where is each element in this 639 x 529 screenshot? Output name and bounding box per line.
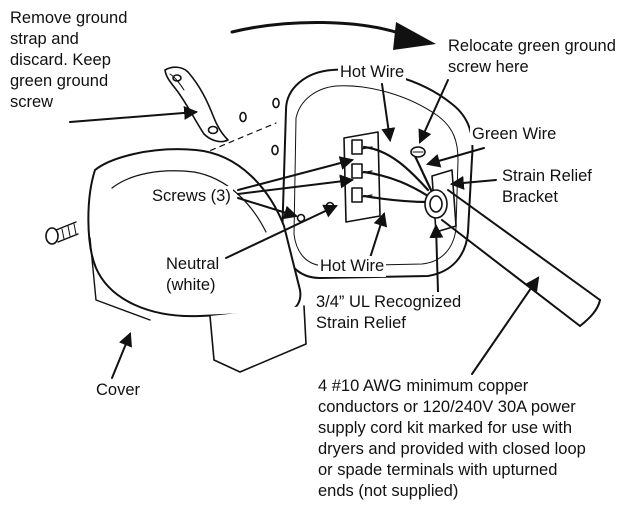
label-hot-wire-bottom: Hot Wire — [318, 256, 387, 277]
label-ul-strain-relief: 3/4” UL Recognized Strain Relief — [314, 292, 464, 334]
hole-mark — [239, 111, 247, 123]
hole-mark — [271, 144, 279, 156]
arrow-relocate-screw — [418, 79, 449, 144]
loose-screw — [45, 221, 79, 245]
label-remove-ground-strap: Remove ground strap and discard. Keep gr… — [10, 9, 128, 111]
arrow-screw-3 — [237, 197, 299, 220]
label-hot-wire-top: Hot Wire — [338, 62, 407, 83]
arrow-screw-1 — [237, 156, 355, 191]
ground-screw-drawing — [410, 146, 426, 158]
arrow-green-wire — [425, 147, 485, 168]
label-neutral: Neutral (white) — [164, 254, 222, 296]
relocation-curve-arrow — [230, 21, 436, 50]
arrow-ul-strain — [429, 223, 444, 293]
label-strain-relief-bracket: Strain Relief Bracket — [502, 167, 592, 206]
label-green-wire: Green Wire — [470, 124, 559, 145]
label-screws: Screws (3) — [150, 186, 233, 207]
cover-drawing — [87, 148, 307, 373]
alignment-dash-line — [182, 122, 277, 163]
arrow-hot-wire-bottom — [369, 211, 388, 259]
terminal-block — [343, 131, 381, 223]
label-conductors-spec: 4 #10 AWG minimum copper conductors or 1… — [318, 377, 586, 500]
arrow-cover — [111, 332, 132, 379]
leader-arrows — [69, 79, 540, 379]
ground-strap-drawing — [164, 66, 229, 143]
arrow-neutral — [225, 204, 338, 259]
arrow-remove-strap — [69, 105, 199, 123]
arrow-strain-bracket — [449, 175, 497, 190]
arrow-screw-2 — [237, 174, 355, 195]
arrow-hot-wire-top — [381, 83, 396, 143]
label-relocate-screw: Relocate green ground screw here — [448, 37, 616, 76]
power-cord — [441, 189, 601, 327]
hole-mark — [272, 97, 280, 109]
arrow-conductors — [471, 276, 540, 375]
label-cover: Cover — [96, 381, 141, 399]
